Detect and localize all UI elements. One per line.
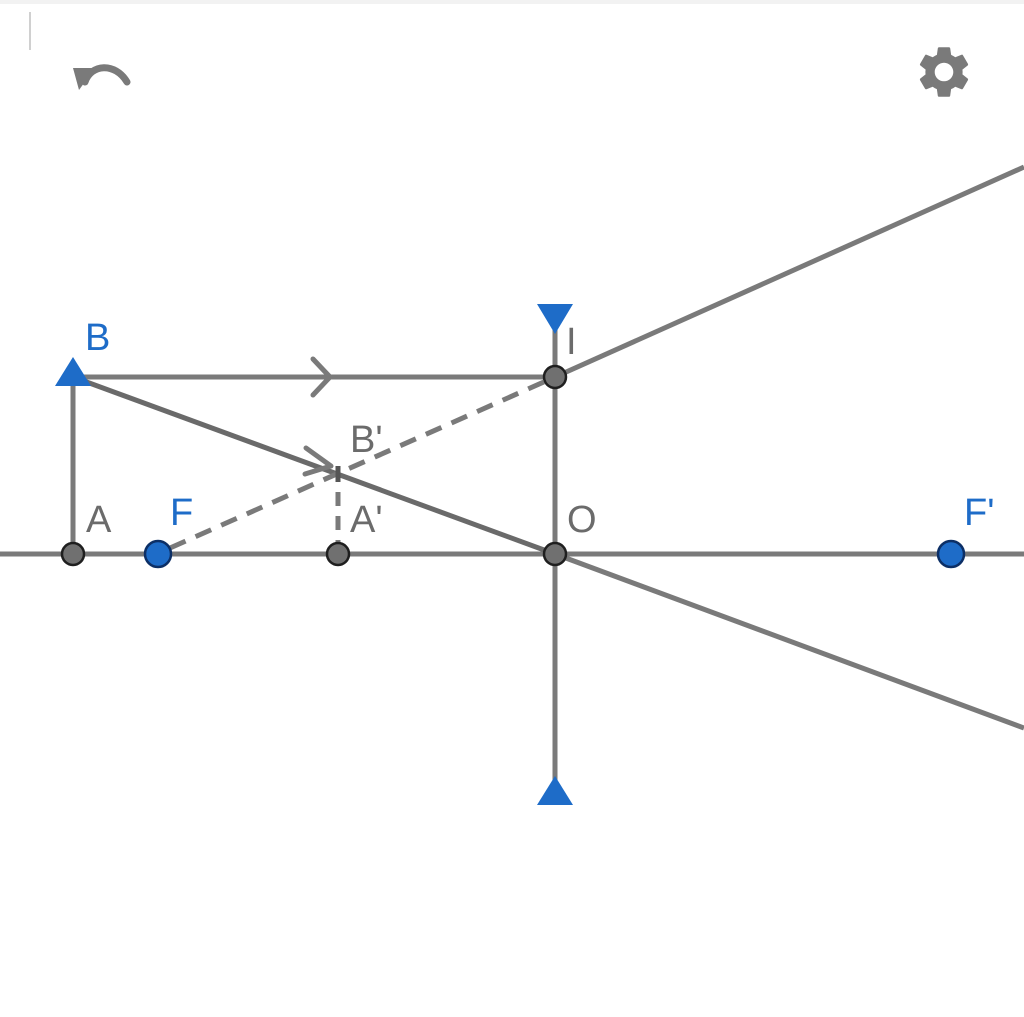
label-b-prime: B' [350, 419, 383, 461]
lens-top-arrow-icon[interactable] [537, 304, 573, 334]
lens-bottom-arrow-icon[interactable] [537, 776, 573, 805]
label-a-prime: A' [350, 499, 383, 541]
gear-icon [919, 47, 969, 97]
point-f-prime[interactable] [936, 539, 966, 569]
text-cursor [29, 12, 31, 50]
ray-arrow-parallel [310, 356, 333, 398]
label-b: B [85, 317, 110, 359]
ray-through-center-continued[interactable] [554, 551, 1024, 731]
ray-arrow-center [302, 445, 334, 477]
settings-button[interactable] [912, 40, 976, 104]
point-i[interactable] [542, 364, 568, 390]
label-i: I [566, 321, 577, 363]
label-f: F [170, 492, 193, 534]
ray-refracted-from-i[interactable] [553, 164, 1024, 380]
undo-button[interactable] [70, 40, 134, 104]
label-a: A [86, 499, 112, 541]
virtual-ray-extension[interactable] [168, 374, 557, 551]
point-f[interactable] [143, 539, 173, 569]
top-edge [0, 0, 1024, 4]
undo-icon [73, 64, 131, 90]
point-b-handle[interactable] [55, 357, 91, 386]
point-a[interactable] [60, 541, 86, 567]
point-a-prime[interactable] [325, 541, 351, 567]
label-o: O [567, 499, 597, 541]
ray-through-center[interactable] [72, 374, 556, 557]
point-o[interactable] [542, 541, 568, 567]
label-f-prime: F' [964, 492, 994, 534]
